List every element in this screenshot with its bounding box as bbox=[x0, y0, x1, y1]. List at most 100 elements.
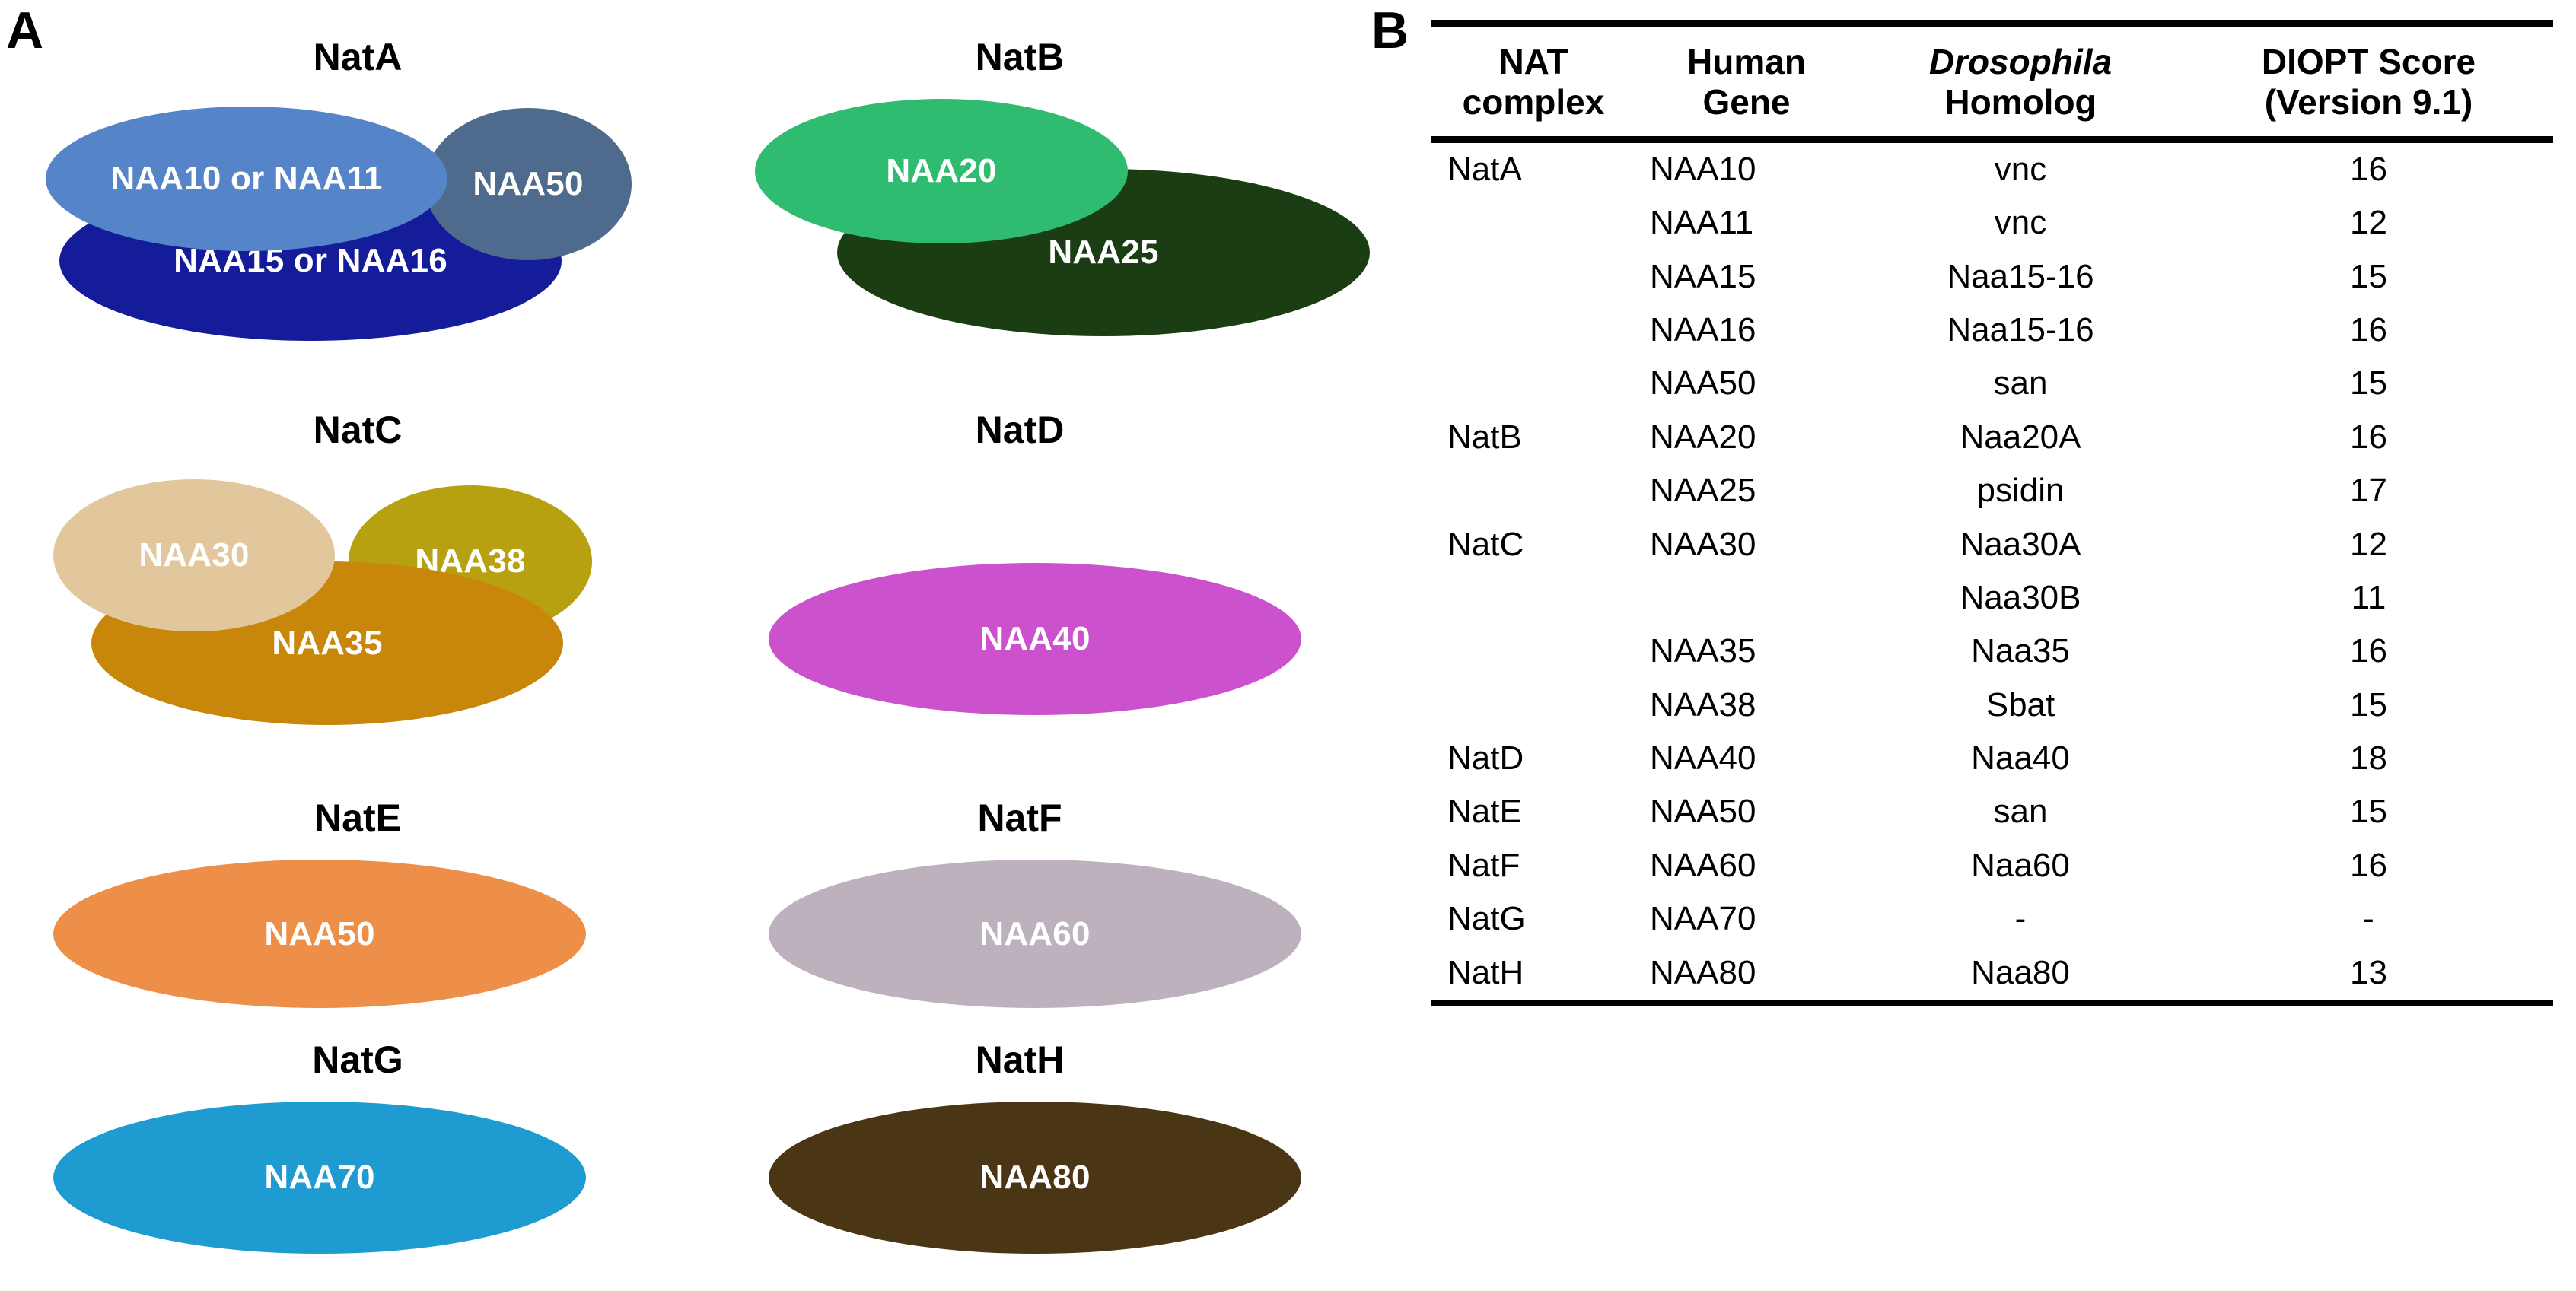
subunit-naa40: NAA40 bbox=[769, 563, 1301, 715]
cell-nat-complex bbox=[1431, 625, 1636, 678]
subunit-naa10-or-naa11: NAA10 or NAA11 bbox=[46, 107, 447, 251]
table-bottom-rule bbox=[2184, 1000, 2553, 1027]
subunit-naa70: NAA70 bbox=[53, 1102, 586, 1254]
table-body: NatA NAA10 vnc 16 NAA11 vnc 12 NAA15 Naa… bbox=[1431, 135, 2553, 1027]
table-row: NatC NAA30 Naa30A 12 bbox=[1431, 518, 2553, 571]
cell-diopt-score: 12 bbox=[2350, 525, 2387, 563]
subunit-naa50-nate: NAA50 bbox=[53, 860, 586, 1008]
cell-homolog: Naa15-16 bbox=[1947, 310, 2094, 348]
column-header-human-gene: Human Gene bbox=[1636, 20, 1857, 140]
cell-homolog: Naa60 bbox=[1971, 846, 2070, 884]
complex-group-natg: NatG NAA70 bbox=[46, 1025, 670, 1277]
cell-homolog: Naa80 bbox=[1971, 953, 2070, 991]
subunit-label: NAA25 bbox=[1048, 234, 1159, 271]
table-bottom-rule bbox=[1857, 1000, 2184, 1027]
cell-diopt-score: 15 bbox=[2350, 793, 2387, 831]
header-line-2: (Version 9.1) bbox=[2264, 81, 2473, 122]
complex-group-nath: NatH NAA80 bbox=[685, 1025, 1355, 1277]
subunit-naa60: NAA60 bbox=[769, 860, 1301, 1008]
subunit-label: NAA20 bbox=[886, 152, 997, 189]
table-row: NatF NAA60 Naa60 16 bbox=[1431, 839, 2553, 892]
cell-nat-complex: NatG bbox=[1447, 900, 1526, 938]
cell-human-gene: NAA15 bbox=[1650, 257, 1756, 295]
table-row: NatH NAA80 Naa80 13 bbox=[1431, 946, 2553, 1003]
table-row: NAA38 Sbat 15 bbox=[1431, 679, 2553, 732]
subunit-label: NAA30 bbox=[139, 536, 250, 574]
subunit-label: NAA70 bbox=[264, 1159, 375, 1196]
subunit-label: NAA50 bbox=[264, 914, 375, 952]
column-header-drosophila-homolog: Drosophila Homolog bbox=[1857, 20, 2184, 140]
cell-nat-complex bbox=[1431, 196, 1636, 250]
table-bottom-rule bbox=[1431, 1000, 1636, 1027]
cell-homolog: san bbox=[1993, 364, 2048, 402]
complex-title-nath: NatH bbox=[975, 1038, 1065, 1081]
cell-diopt-score: 16 bbox=[2350, 418, 2387, 456]
cell-human-gene: NAA35 bbox=[1650, 632, 1756, 670]
cell-diopt-score: 16 bbox=[2350, 632, 2387, 670]
table-row: Naa30B 11 bbox=[1431, 571, 2553, 625]
cell-homolog: Naa30A bbox=[1960, 525, 2081, 563]
complex-group-natd: NatD NAA40 bbox=[685, 388, 1355, 746]
cell-nat-complex bbox=[1431, 250, 1636, 304]
header-line-1: Human bbox=[1687, 42, 1806, 81]
complex-group-nata: NatA NAA15 or NAA16 NAA50 NAA10 or NAA11 bbox=[46, 8, 670, 365]
subunit-naa80: NAA80 bbox=[769, 1102, 1301, 1254]
nat-homolog-table: NAT complex Human Gene Drosophila Homolo… bbox=[1431, 20, 2553, 1027]
cell-homolog: Naa15-16 bbox=[1947, 257, 2094, 295]
cell-diopt-score: - bbox=[2363, 900, 2374, 938]
cell-homolog: - bbox=[2014, 900, 2027, 938]
header-line-1: DIOPT Score bbox=[2261, 42, 2476, 81]
table-row: NatD NAA40 Naa40 18 bbox=[1431, 732, 2553, 785]
cell-homolog: vnc bbox=[1994, 204, 2047, 242]
complex-title-nata: NatA bbox=[313, 36, 403, 78]
cell-diopt-score: 18 bbox=[2350, 739, 2387, 777]
cell-diopt-score: 12 bbox=[2350, 204, 2387, 242]
complex-title-natg: NatG bbox=[312, 1038, 403, 1081]
cell-human-gene: NAA11 bbox=[1650, 204, 1754, 242]
cell-homolog: vnc bbox=[1857, 135, 2184, 197]
table-row: NAA35 Naa35 16 bbox=[1431, 625, 2553, 678]
cell-nat-complex: NatC bbox=[1447, 525, 1524, 563]
cell-homolog: Naa35 bbox=[1971, 632, 2070, 670]
cell-diopt-score: 15 bbox=[2350, 364, 2387, 402]
panel-a-letter: A bbox=[6, 2, 44, 59]
subunit-label: NAA10 or NAA11 bbox=[110, 160, 383, 197]
cell-nat-complex: NatH bbox=[1447, 953, 1524, 991]
header-line-1: Drosophila bbox=[1928, 42, 2113, 81]
complex-title-natc: NatC bbox=[313, 409, 403, 451]
complex-group-natb: NatB NAA25 NAA20 bbox=[685, 8, 1370, 365]
table-row: NatG NAA70 - - bbox=[1431, 892, 2553, 946]
cell-human-gene bbox=[1636, 571, 1857, 625]
table-row: NAA25 psidin 17 bbox=[1431, 464, 2553, 517]
cell-homolog: Naa40 bbox=[1971, 739, 2070, 777]
cell-diopt-score: 16 bbox=[2350, 846, 2387, 884]
cell-human-gene: NAA50 bbox=[1650, 793, 1756, 831]
cell-nat-complex: NatB bbox=[1447, 418, 1522, 456]
table-row: NAA11 vnc 12 bbox=[1431, 196, 2553, 250]
complex-title-natb: NatB bbox=[975, 36, 1065, 78]
header-line-2: Gene bbox=[1702, 81, 1791, 122]
cell-diopt-score: 13 bbox=[2350, 953, 2387, 991]
cell-nat-complex bbox=[1431, 464, 1636, 517]
cell-homolog: psidin bbox=[1976, 472, 2065, 510]
cell-human-gene: NAA20 bbox=[1650, 418, 1756, 456]
header-line-1: NAT bbox=[1498, 42, 1568, 81]
table-row: NAA16 Naa15-16 16 bbox=[1431, 304, 2553, 357]
column-header-nat-complex: NAT complex bbox=[1431, 20, 1636, 140]
complex-group-nate: NatE NAA50 bbox=[46, 776, 670, 1027]
homolog-table-panel: NAT complex Human Gene Drosophila Homolo… bbox=[1431, 20, 2553, 1027]
cell-human-gene: NAA70 bbox=[1650, 900, 1756, 938]
complex-title-natf: NatF bbox=[977, 797, 1062, 839]
complex-title-nate: NatE bbox=[314, 797, 401, 839]
table-bottom-rule bbox=[1636, 1000, 1857, 1027]
table-row: NatB NAA20 Naa20A 16 bbox=[1431, 411, 2553, 464]
cell-diopt-score: 11 bbox=[2351, 578, 2387, 616]
cell-diopt-score: 15 bbox=[2350, 257, 2387, 295]
cell-human-gene: NAA40 bbox=[1650, 739, 1756, 777]
cell-diopt-score: 16 bbox=[2350, 310, 2387, 348]
cell-human-gene: NAA38 bbox=[1650, 685, 1756, 723]
cell-human-gene: NAA16 bbox=[1650, 310, 1756, 348]
complex-group-natf: NatF NAA60 bbox=[685, 776, 1355, 1027]
cell-diopt-score: 17 bbox=[2350, 472, 2387, 510]
cell-human-gene: NAA30 bbox=[1650, 525, 1756, 563]
